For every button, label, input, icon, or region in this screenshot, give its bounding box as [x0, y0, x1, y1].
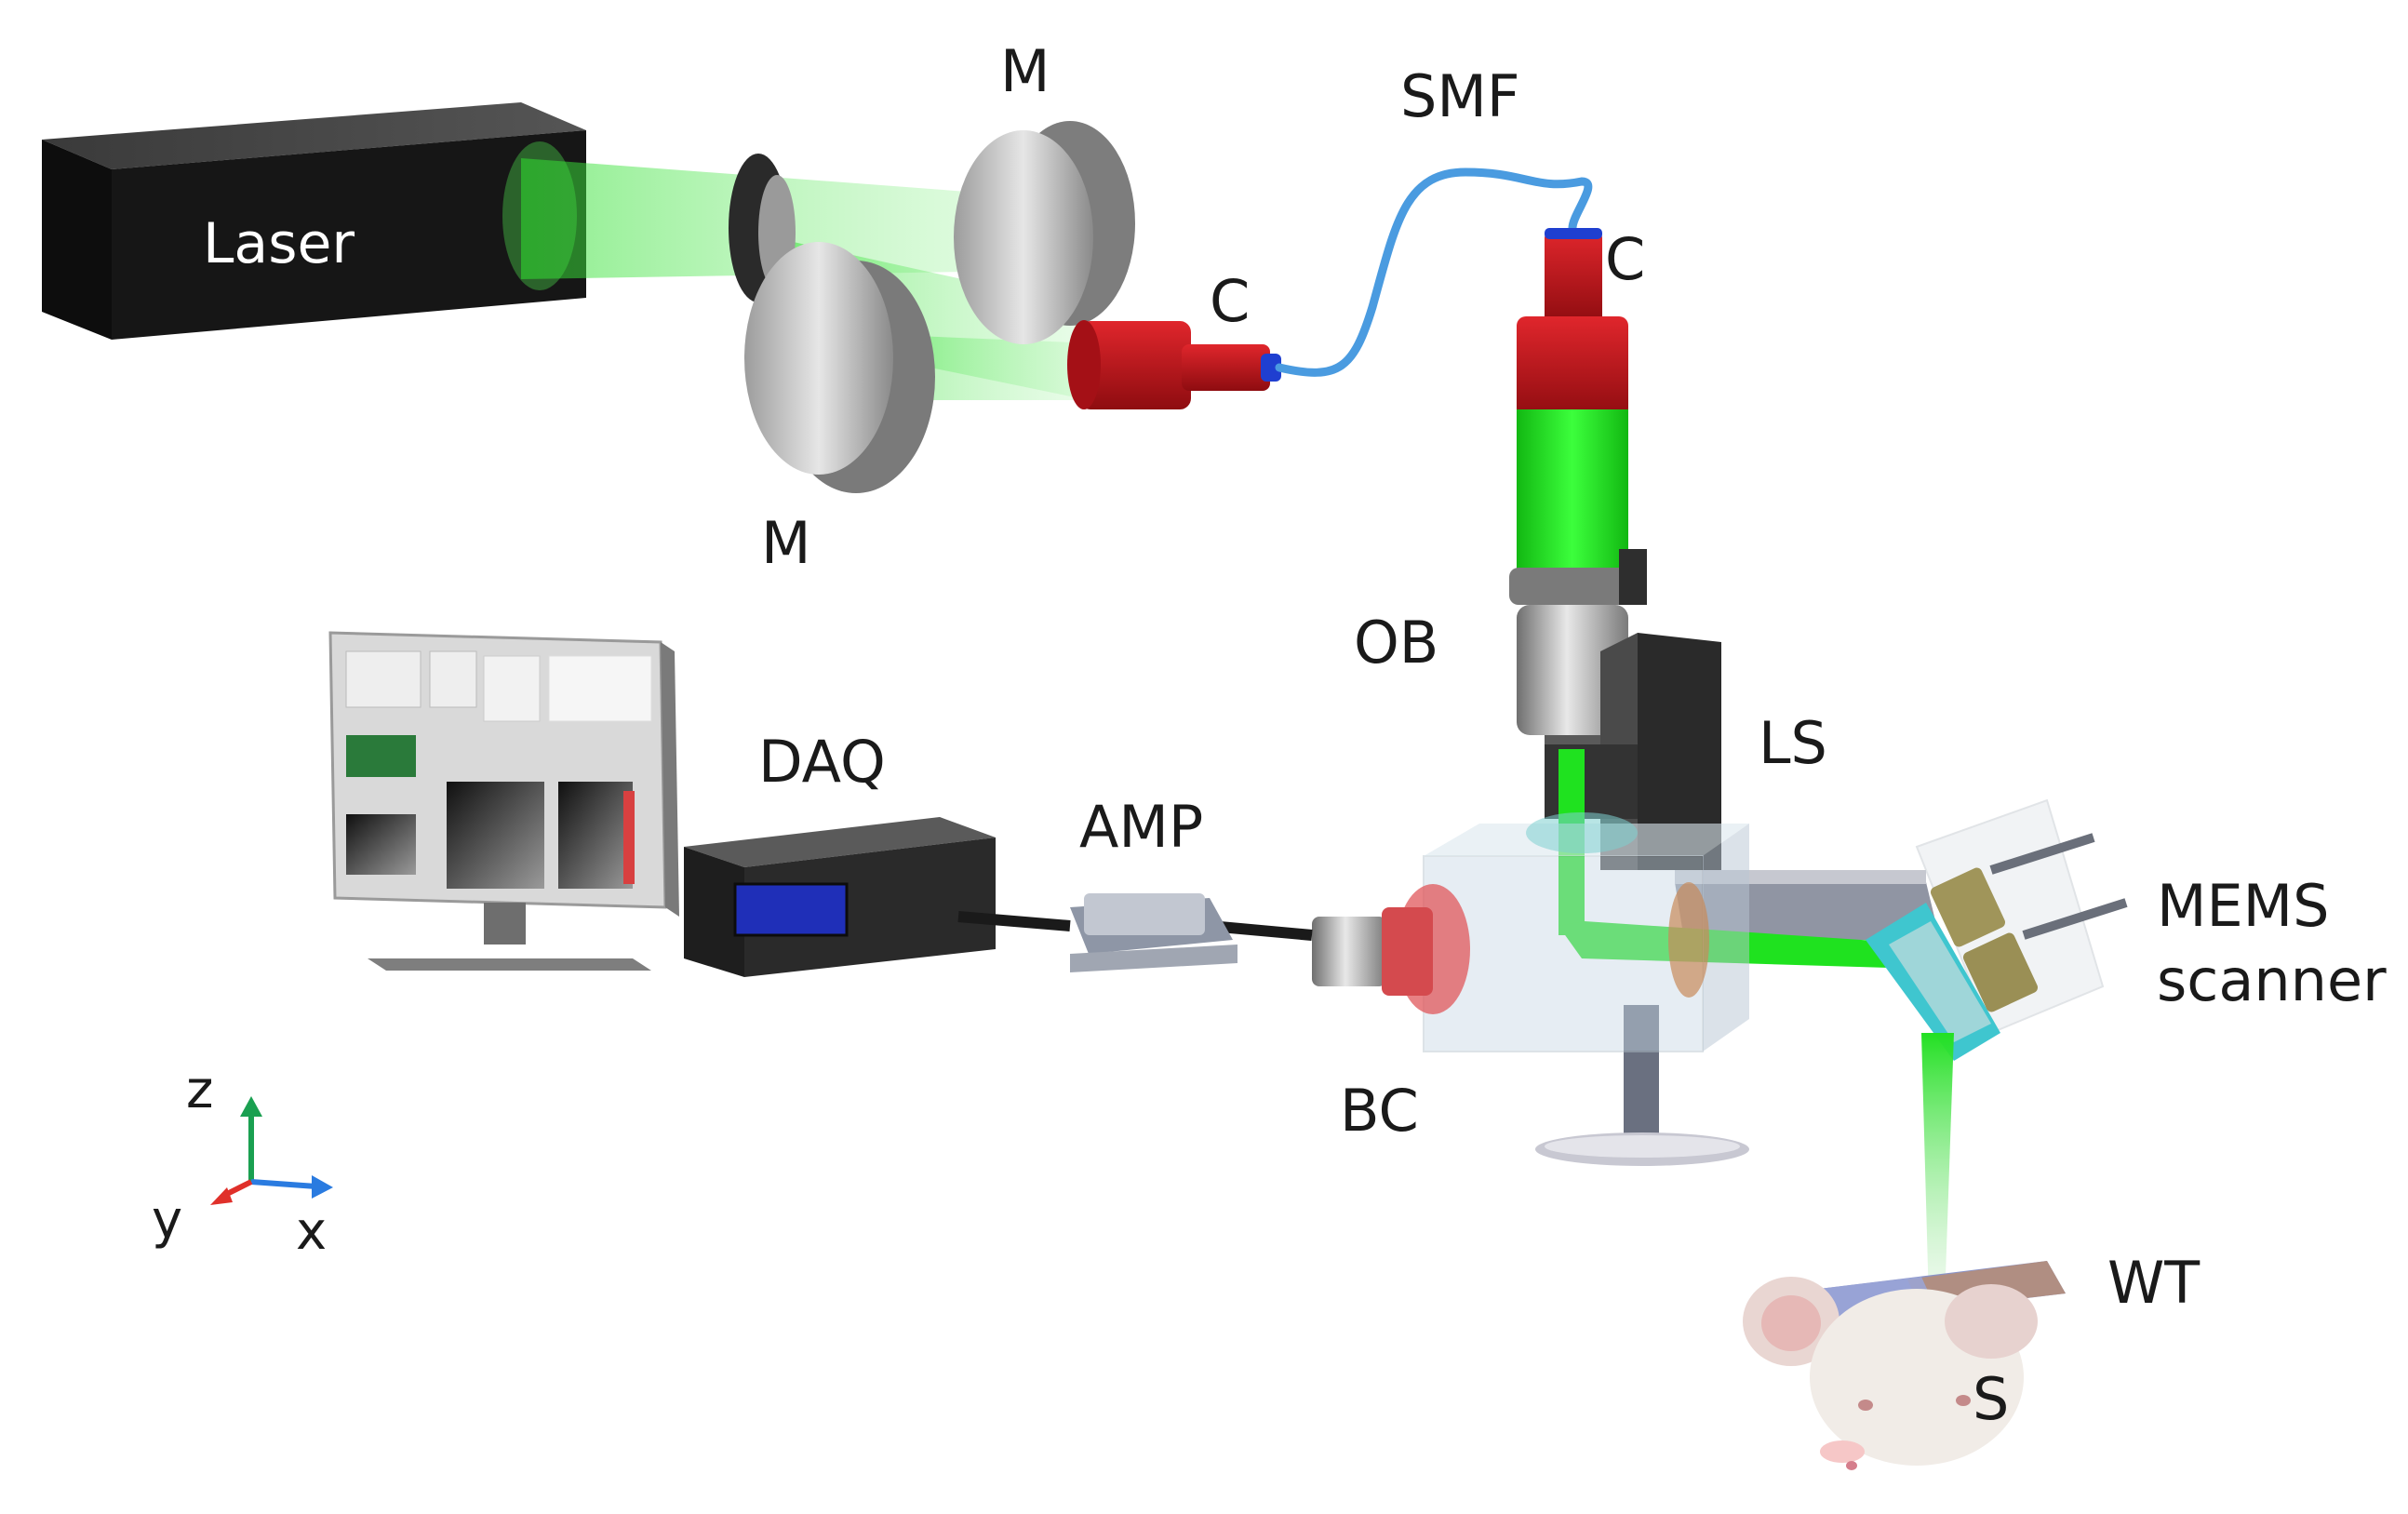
coupler-left: C: [1067, 267, 1281, 409]
linear-stage-label: LS: [1759, 709, 1827, 777]
coupler-left-label: C: [1210, 267, 1250, 335]
window-tray-label: WT: [2107, 1249, 2201, 1317]
amp-label: AMP: [1079, 793, 1203, 861]
computer-monitor: [328, 631, 679, 971]
base-post: [1535, 1005, 1749, 1166]
sample-mouse: S: [1743, 1277, 2038, 1470]
beam-combiner-label: BC: [1340, 1077, 1419, 1145]
daq-label: DAQ: [758, 728, 886, 796]
axis-x-label: x: [296, 1201, 327, 1262]
mirror-top: M: [954, 37, 1135, 344]
coupler-right: C: [1517, 225, 1645, 419]
laser-box: Laser: [42, 102, 586, 340]
mems-label-line2: scanner: [2157, 946, 2387, 1014]
objective-lens: OB: [1354, 568, 1636, 756]
axis-y-label: y: [152, 1190, 182, 1251]
objective-label: OB: [1354, 609, 1438, 677]
fiber-label: SMF: [1400, 62, 1520, 130]
scan-beam: [1921, 1033, 1954, 1303]
coupler-right-label: C: [1605, 225, 1645, 293]
mirror-bottom-label: M: [761, 509, 811, 577]
cable-amp-detector: [1209, 920, 1313, 941]
mems-label-line1: MEMS: [2157, 872, 2330, 940]
single-mode-fiber: SMF: [1275, 62, 1593, 377]
green-beam-tube: [1517, 409, 1628, 572]
mems-scanner: MEMS scanner: [1866, 798, 2387, 1061]
cable-daq-amp: [957, 911, 1071, 931]
sample-label: S: [1973, 1365, 2009, 1433]
mirror-top-label: M: [1000, 37, 1050, 105]
photodetector: [1312, 907, 1433, 996]
axes-triad: z y x: [152, 1060, 333, 1262]
daq-box: DAQ: [684, 728, 996, 977]
mirror-bottom: M: [744, 242, 935, 577]
beam-combiner: BC: [1340, 812, 1749, 1145]
axis-z-label: z: [186, 1060, 213, 1120]
amplifier: AMP: [1070, 793, 1237, 972]
laser-label: Laser: [203, 211, 355, 276]
